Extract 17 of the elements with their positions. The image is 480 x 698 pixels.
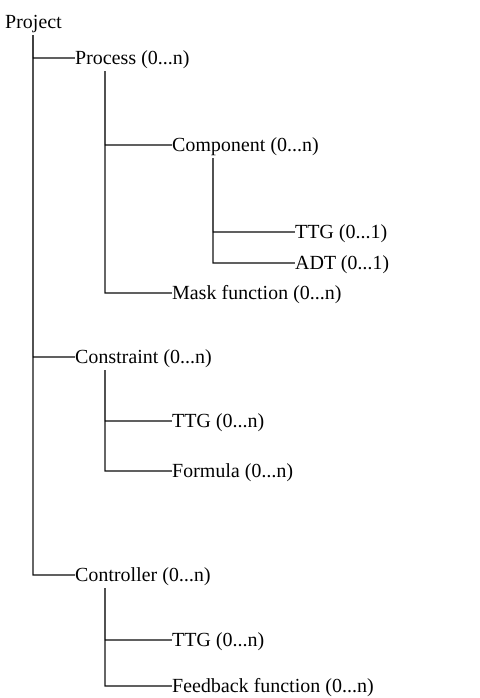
tree-connector bbox=[212, 158, 295, 264]
tree-item-label: TTG (0...1) bbox=[295, 221, 388, 243]
tree-connector bbox=[32, 35, 75, 576]
tree-item-label: Feedback function (0...n) bbox=[172, 675, 374, 697]
tree-connector bbox=[104, 588, 172, 687]
tree-item-label: Controller (0...n) bbox=[75, 564, 211, 586]
tree-item-label: TTG (0...n) bbox=[172, 629, 264, 651]
tree-item-label: Constraint (0...n) bbox=[75, 346, 212, 368]
tree-item-label: Project bbox=[5, 11, 62, 33]
tree-item-label: TTG (0...n) bbox=[172, 410, 264, 432]
tree-connector bbox=[104, 71, 172, 294]
tree-item-label: ADT (0...1) bbox=[295, 252, 390, 274]
tree-item-label: Process (0...n) bbox=[75, 47, 190, 69]
tree-item-label: Mask function (0...n) bbox=[172, 282, 342, 304]
tree-connector bbox=[104, 370, 172, 472]
tree-item-label: Component (0...n) bbox=[172, 134, 319, 156]
tree-item-label: Formula (0...n) bbox=[172, 460, 294, 482]
